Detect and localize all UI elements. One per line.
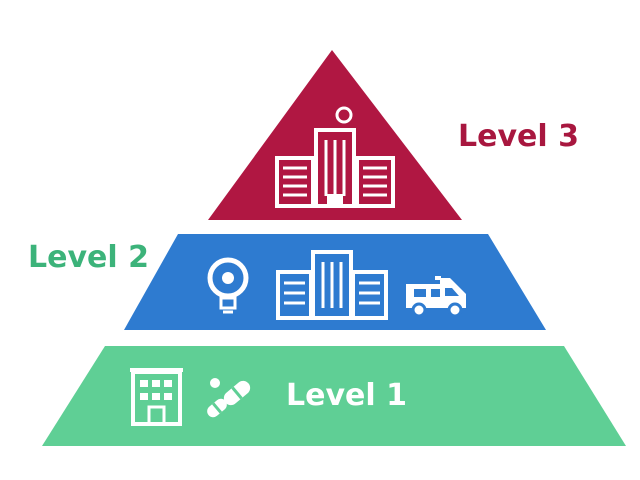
level-3-shape	[208, 50, 462, 220]
level-2-label: Level 2	[28, 240, 149, 275]
hospital-building-icon	[276, 250, 388, 320]
level-3-label: Level 3	[458, 119, 579, 154]
ambulance-icon	[406, 276, 466, 318]
clinic-building-icon	[130, 368, 183, 426]
level-1-label: Level 1	[286, 378, 407, 413]
hospital-complex-icon	[275, 106, 395, 208]
level-1-shape	[42, 346, 626, 446]
lightbulb-icon	[207, 257, 249, 314]
pills-icon	[207, 378, 251, 418]
